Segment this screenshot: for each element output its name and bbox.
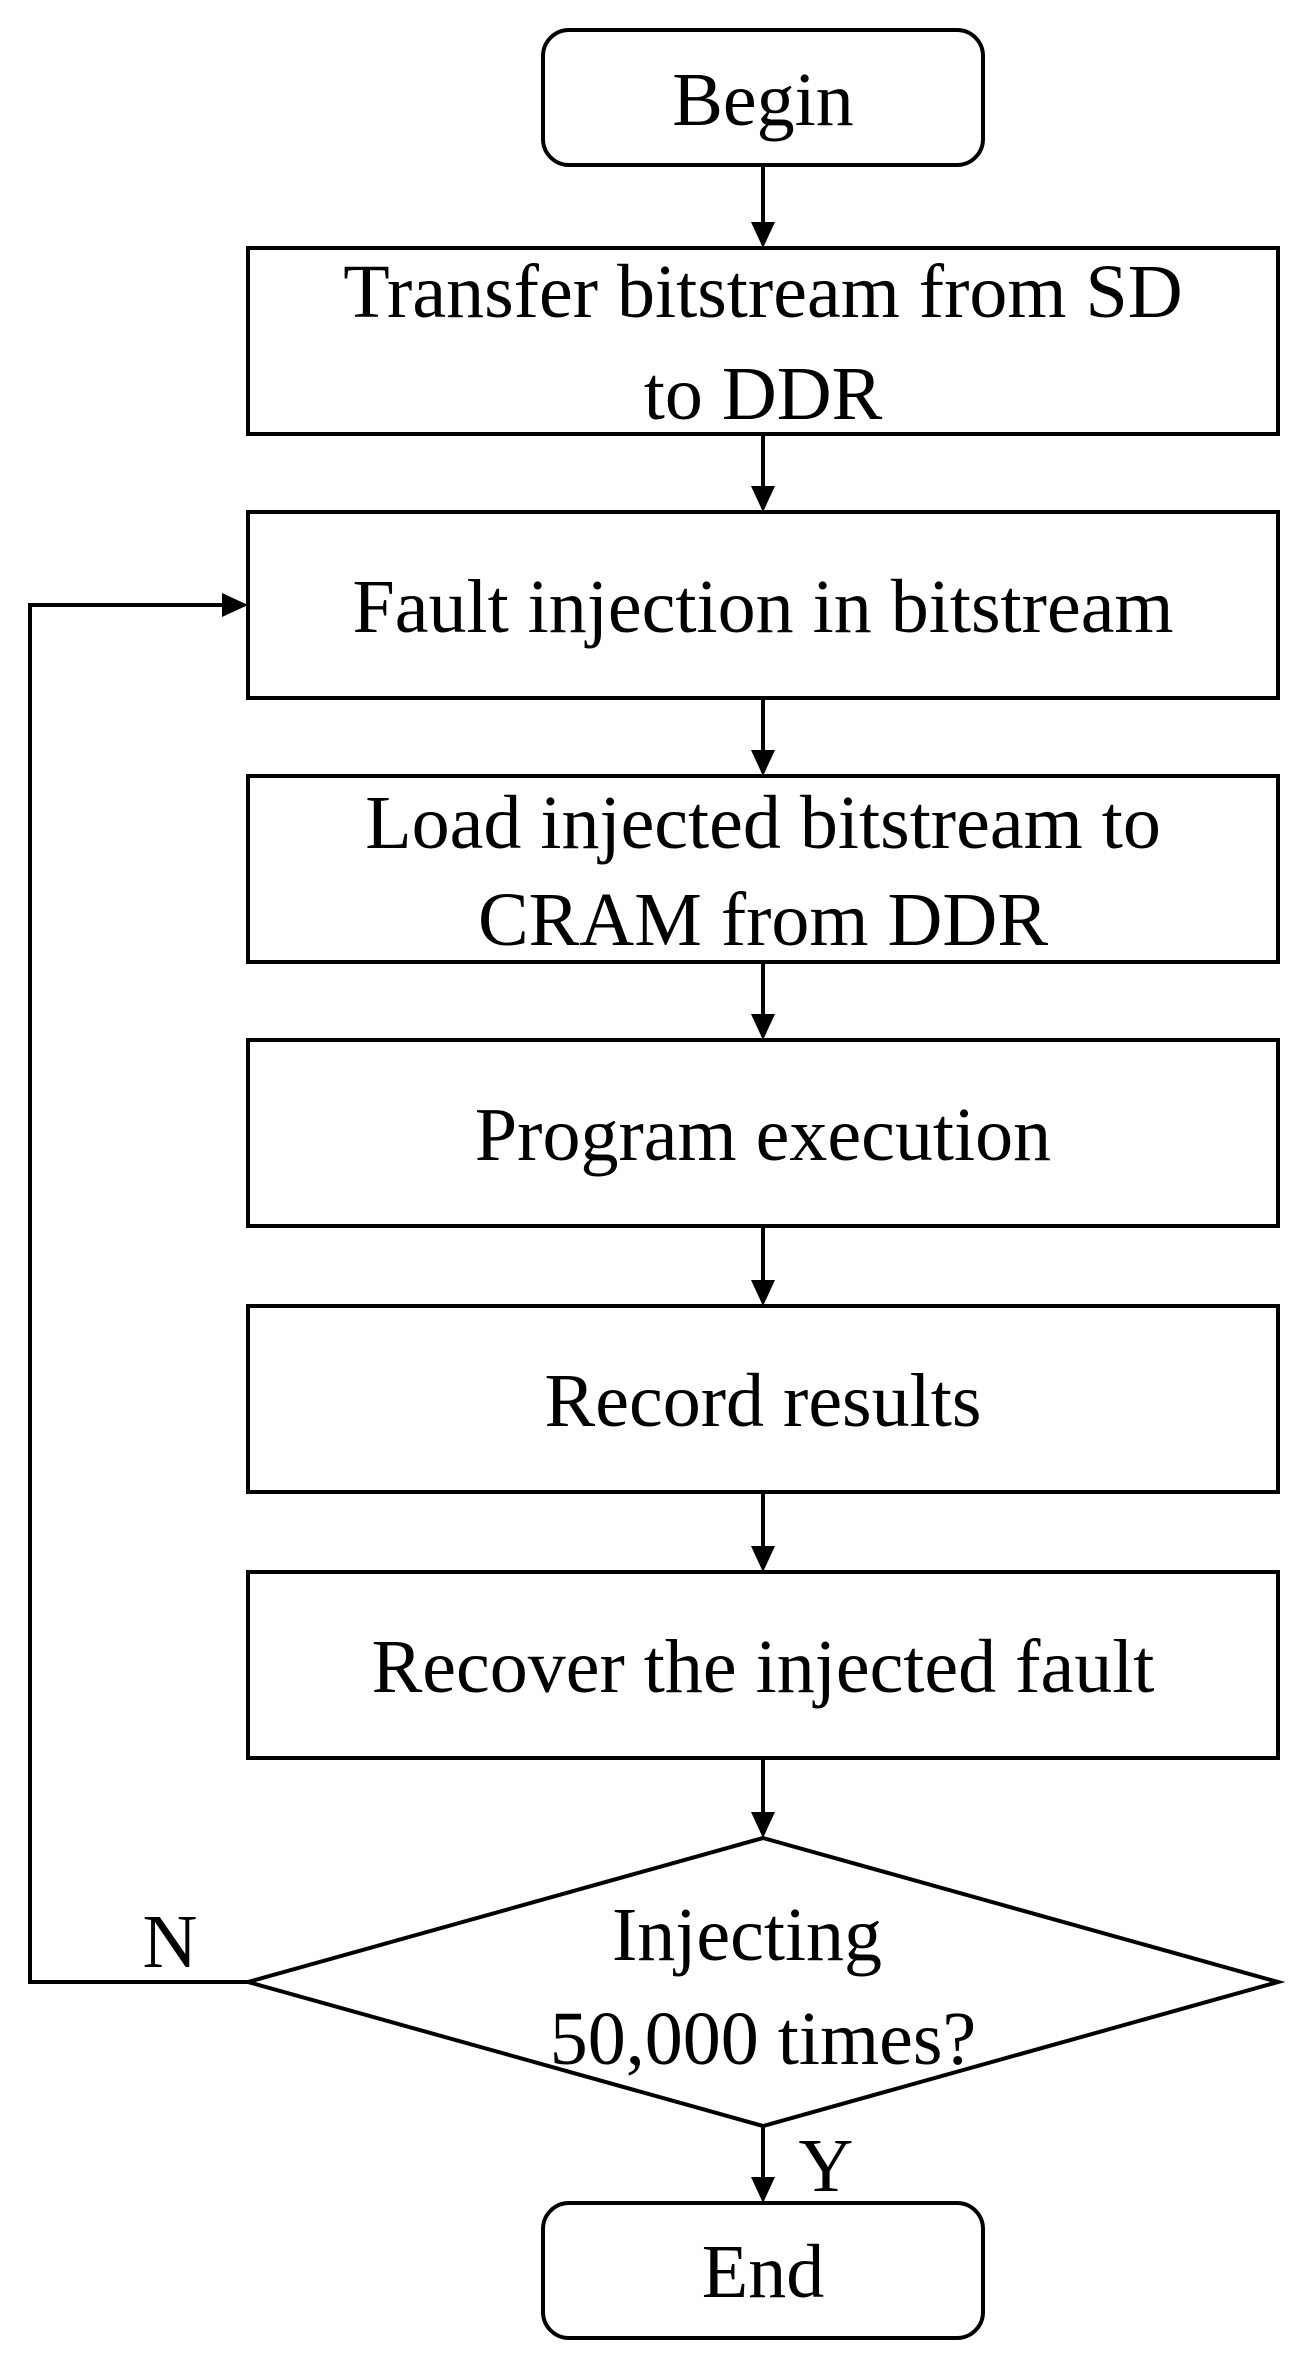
arrow-program-execution-to-record-results xyxy=(751,1226,775,1306)
decision-label-line2: 50,000 times? xyxy=(550,1997,976,2081)
load-node: Load injected bitstream to CRAM from DDR xyxy=(246,774,1280,964)
recover-node: Recover the injected fault xyxy=(246,1570,1280,1760)
transfer-label-line1: Transfer bitstream from SD xyxy=(343,250,1182,334)
load-label-line2: CRAM from DDR xyxy=(478,878,1048,962)
recover-label: Recover the injected fault xyxy=(372,1625,1155,1709)
load-label-line1: Load injected bitstream to xyxy=(365,781,1161,865)
begin-node: Begin xyxy=(541,28,985,167)
arrow-begin-to-transfer xyxy=(751,165,775,248)
program-execution-node: Program execution xyxy=(246,1038,1280,1228)
transfer-label-line2: to DDR xyxy=(644,352,883,436)
decision-label-line1: Injecting xyxy=(612,1893,882,1977)
record-results-node: Record results xyxy=(246,1304,1280,1494)
fault-injection-node: Fault injection in bitstream xyxy=(246,510,1280,700)
no-branch-label: N xyxy=(143,1900,198,1984)
end-node: End xyxy=(541,2201,985,2340)
record-results-label: Record results xyxy=(545,1359,982,1443)
end-label: End xyxy=(702,2230,824,2314)
arrow-load-to-program-execution xyxy=(751,962,775,1040)
yes-branch-label: Y xyxy=(799,2124,854,2208)
arrow-record-results-to-recover xyxy=(751,1492,775,1572)
arrow-fault-injection-to-load xyxy=(751,698,775,776)
program-execution-label: Program execution xyxy=(475,1093,1051,1177)
arrow-decision-no-loop xyxy=(28,593,248,1984)
decision-node: Injecting 50,000 times? xyxy=(240,1835,1286,2129)
arrow-recover-to-decision xyxy=(751,1758,775,1838)
transfer-node: Transfer bitstream from SD to DDR xyxy=(246,246,1280,436)
arrow-transfer-to-fault-injection xyxy=(751,434,775,512)
begin-label: Begin xyxy=(672,58,854,142)
arrow-decision-yes-to-end xyxy=(751,2126,775,2203)
fault-injection-label: Fault injection in bitstream xyxy=(352,565,1173,649)
